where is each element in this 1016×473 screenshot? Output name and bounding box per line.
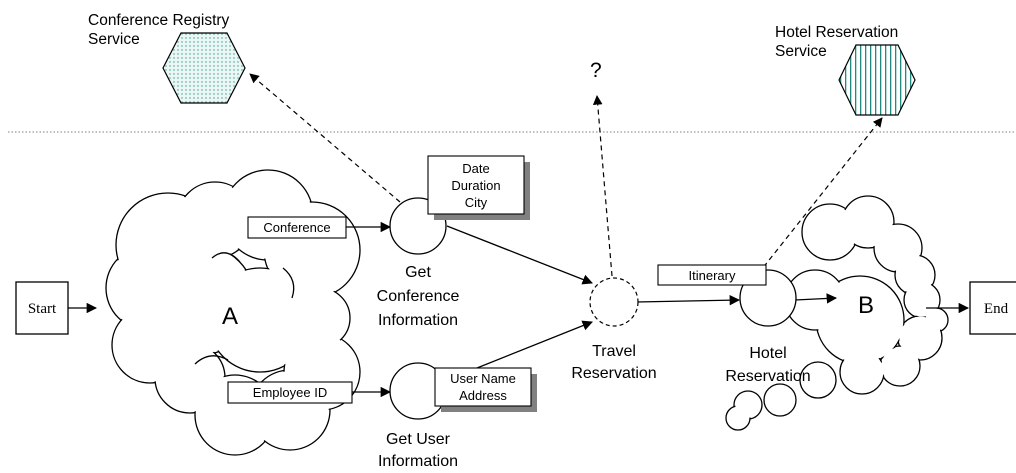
conference-message-box: Conference xyxy=(247,216,347,239)
get-conference-info-label-1: Get xyxy=(405,264,431,281)
conference-registry-hexagon-icon xyxy=(162,32,246,104)
start-terminal: Start xyxy=(15,281,69,335)
hotel-reservation-service: Hotel Reservation Service xyxy=(775,24,916,116)
hotel-reservation-hexagon-icon xyxy=(838,44,916,116)
conference-info-output-box: Date Duration City xyxy=(427,155,530,220)
cloud-b-icon xyxy=(725,195,949,431)
itinerary-message-box: Itinerary xyxy=(657,264,767,286)
itinerary-message-label: Itinerary xyxy=(689,268,736,283)
region-a-label: A xyxy=(222,303,238,330)
discover-unknown-service-arrow xyxy=(592,95,613,277)
flow-hotel-to-b xyxy=(794,293,838,304)
get-conference-info-label-3: Information xyxy=(378,312,458,329)
start-terminal-label: Start xyxy=(28,301,57,317)
get-user-info-label: Get User Information xyxy=(378,431,458,470)
hotel-reservation-label-1: Hotel xyxy=(749,345,786,362)
region-b-label: B xyxy=(858,292,874,319)
flow-travel-to-hotel xyxy=(635,294,741,306)
output-user-name: User Name xyxy=(450,371,516,386)
travel-reservation-label: Travel Reservation xyxy=(571,343,656,382)
end-terminal: End xyxy=(969,281,1016,335)
get-user-info-label-2: Information xyxy=(378,453,458,470)
employee-id-message-box: Employee ID xyxy=(227,381,353,404)
hotel-reservation-label-2: Reservation xyxy=(725,368,810,385)
output-duration: Duration xyxy=(451,178,500,193)
conference-registry-service: Conference Registry Service xyxy=(88,12,246,104)
conference-message-label: Conference xyxy=(263,220,330,235)
output-city: City xyxy=(465,195,488,210)
output-date: Date xyxy=(462,161,489,176)
flow-conference-to-travel xyxy=(446,225,593,285)
travel-reservation-node xyxy=(589,277,639,327)
travel-reservation-label-1: Travel xyxy=(592,343,636,360)
end-terminal-label: End xyxy=(984,301,1009,317)
get-conference-info-label: Get Conference Information xyxy=(377,264,460,329)
unknown-service-label: ? xyxy=(590,59,602,82)
employee-id-message-label: Employee ID xyxy=(253,385,327,400)
hotel-reservation-label: Hotel Reservation xyxy=(725,345,810,385)
user-info-output-box: User Name Address xyxy=(434,367,537,412)
get-conference-info-label-2: Conference xyxy=(377,288,460,305)
discover-conference-service-arrow xyxy=(249,73,401,203)
get-user-info-label-1: Get User xyxy=(386,431,451,448)
conference-registry-service-label-2: Service xyxy=(88,31,140,48)
travel-reservation-label-2: Reservation xyxy=(571,365,656,382)
discover-hotel-service-arrow xyxy=(757,117,883,275)
conference-registry-service-label: Conference Registry xyxy=(88,12,230,29)
hotel-reservation-service-label: Hotel Reservation xyxy=(775,24,898,41)
output-address: Address xyxy=(459,388,507,403)
hotel-reservation-service-label-2: Service xyxy=(775,43,827,60)
